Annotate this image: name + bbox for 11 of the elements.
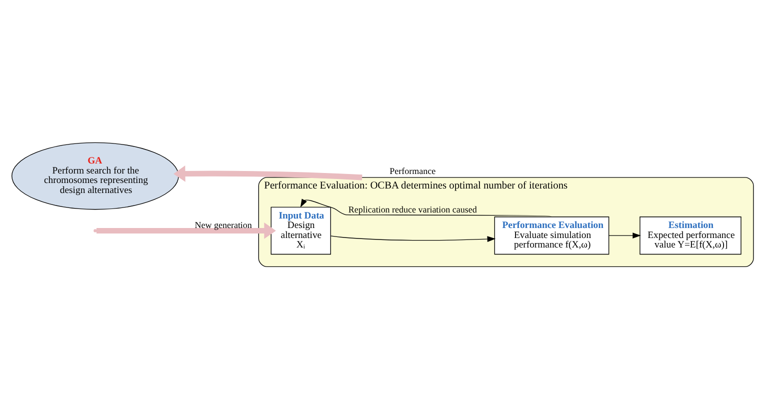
- node-box: Performance Evaluation Evaluate simulation performance f(X,ω): [494, 216, 610, 255]
- edge-label: Replication reduce variation caused: [348, 204, 477, 214]
- arrow: [608, 232, 641, 238]
- arrow: [174, 165, 362, 182]
- arrow: [330, 236, 496, 242]
- edge-label: Performance: [390, 166, 436, 176]
- node-box: Input Data Design alternative Xᵢ: [270, 206, 331, 255]
- node-ellipse: GA Perform search for the chromosomes representing design alternatives: [12, 142, 179, 210]
- edge-label: New generation: [194, 220, 252, 230]
- arrow: [96, 222, 276, 239]
- node-box: Estimation Expected performance value Y=E[f(X,ω)]: [640, 216, 742, 255]
